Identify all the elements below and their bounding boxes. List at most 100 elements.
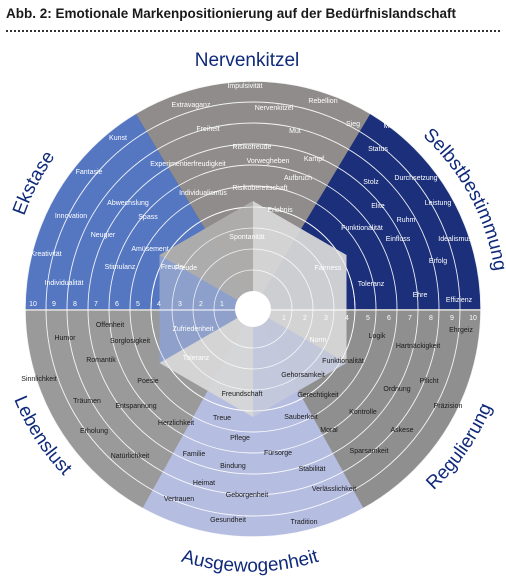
need-word: Fürsorge <box>264 450 292 457</box>
need-word: Extravaganz <box>172 102 211 109</box>
inner-label-zufriedenheit: Zufriedenheit <box>173 326 214 333</box>
inner-label-spontanitaet: Spontanität <box>229 234 264 241</box>
need-word: Humor <box>54 335 76 342</box>
sector-ausgewogenheit <box>142 309 364 537</box>
need-word: Idealismus <box>438 236 472 243</box>
need-word: Geborgenheit <box>226 492 268 499</box>
need-word: Kunst <box>109 135 127 142</box>
need-word: Sorglosigkeit <box>110 338 150 345</box>
need-word: Treue <box>213 415 231 422</box>
need-word: Sauberkeit <box>284 414 318 421</box>
need-word: Moral <box>320 427 338 434</box>
inner-ring-2 <box>192 248 314 370</box>
need-word: Askese <box>391 427 414 434</box>
need-word: Aufbruch <box>284 175 312 182</box>
need-word: Freude <box>161 264 183 271</box>
need-word: Verlässlichkeit <box>312 486 356 493</box>
scale-left-10: 10 <box>29 301 37 308</box>
scale-right-8: 8 <box>429 315 433 322</box>
need-word: Durchsetzung <box>394 175 437 182</box>
need-word: Gerechtigkeit <box>297 392 338 399</box>
scale-left-7: 7 <box>94 301 98 308</box>
need-word: Amüsement <box>131 246 168 253</box>
inner-ring-4 <box>150 206 356 412</box>
inner-label-freude: Freude <box>175 265 197 272</box>
need-word: Individualität <box>45 280 84 287</box>
ring-8 <box>66 122 440 496</box>
scale-left-4: 4 <box>157 301 161 308</box>
need-word: Stabilität <box>299 466 326 473</box>
scale-left-5: 5 <box>136 301 140 308</box>
need-word: Natürlichkeit <box>111 453 150 460</box>
inner-ring-3 <box>171 227 335 391</box>
scale-right-3: 3 <box>324 315 328 322</box>
inner-wedge-nervenkitzel <box>159 201 253 309</box>
scale-left-9: 9 <box>52 301 56 308</box>
ring-10 <box>24 80 482 538</box>
need-word: Erlebnis <box>267 207 293 214</box>
need-word: Pflicht <box>419 378 438 385</box>
scale-left-1: 1 <box>220 301 224 308</box>
need-word: Freundschaft <box>222 391 263 398</box>
need-word: Ruhm <box>397 217 416 224</box>
center-disk <box>235 291 271 327</box>
need-word: Funktionalität <box>341 225 383 232</box>
need-word: Familie <box>183 451 206 458</box>
need-word: Gesundheit <box>210 517 246 524</box>
need-word: Gehorsamkeit <box>281 372 325 379</box>
needs-landscape-wheel: SpontanitätFairnessNormToleranzZufrieden… <box>9 50 506 577</box>
scale-left-2: 2 <box>199 301 203 308</box>
scale-right-1: 1 <box>282 315 286 322</box>
need-word: Abwechslung <box>107 200 149 207</box>
sector-nervenkitzel <box>135 81 371 309</box>
scale-right-2: 2 <box>303 315 307 322</box>
figure-title: Abb. 2: Emotionale Markenpositionierung … <box>6 6 457 21</box>
need-word: Toleranz <box>358 281 385 288</box>
need-word: Freiheit <box>196 126 219 133</box>
need-word: Spass <box>138 214 158 221</box>
need-word: Status <box>368 146 388 153</box>
need-word: Vorwegheben <box>247 158 290 165</box>
scale-left-6: 6 <box>115 301 119 308</box>
need-word: Ordnung <box>383 386 410 393</box>
need-word: Romantik <box>86 357 116 364</box>
inner-wedge-ekstase <box>159 255 253 363</box>
need-word: Mut <box>289 128 301 135</box>
inner-label-fairness: Fairness <box>315 265 342 272</box>
need-word: Erholung <box>80 428 108 435</box>
need-word: Tradition <box>291 519 318 526</box>
inner-label-toleranz: Toleranz <box>183 355 210 362</box>
need-word: Pflege <box>230 435 250 442</box>
need-word: Elite <box>371 203 385 210</box>
ring-7 <box>87 143 419 475</box>
need-word: Ehrgeiz <box>449 327 473 334</box>
need-word: Fantasie <box>76 169 103 176</box>
need-word: Effizienz <box>446 297 473 304</box>
need-word: Sinnlichkeit <box>21 376 56 383</box>
inner-wedge-ausgewogenheit <box>253 309 347 417</box>
need-word: Heimat <box>193 480 215 487</box>
need-word: Bindung <box>220 463 246 470</box>
need-word: Poesie <box>137 378 159 385</box>
need-word: Stimulanz <box>105 264 136 271</box>
need-word: Träumen <box>73 398 101 405</box>
need-word: Funktionalität <box>322 358 364 365</box>
need-word: Risikobereitschaft <box>232 185 287 192</box>
need-word: Impulsivität <box>227 83 262 90</box>
ring-5 <box>129 185 377 433</box>
need-word: Neugier <box>91 232 116 239</box>
need-word: Herzlichkeit <box>158 420 194 427</box>
need-word: Innovation <box>55 213 87 220</box>
need-word: Hartnäckigkeit <box>396 343 440 350</box>
need-word: Leistung <box>425 200 452 207</box>
need-word: Erfolg <box>429 258 447 265</box>
need-word: Individualismus <box>179 190 227 197</box>
need-word: Nervenkitzel <box>255 105 294 112</box>
need-word: Ehre <box>413 292 428 299</box>
need-word: Kontrolle <box>349 409 377 416</box>
need-word: Rebellion <box>308 98 337 105</box>
need-word: Einfluss <box>386 236 411 243</box>
scale-right-5: 5 <box>366 315 370 322</box>
